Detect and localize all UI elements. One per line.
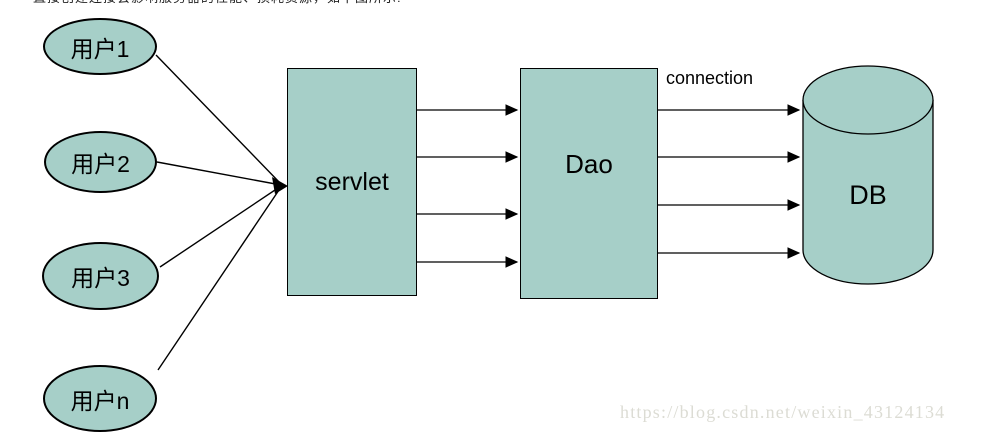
dao-node: Dao <box>520 68 658 299</box>
dao-node-label: Dao <box>565 149 613 179</box>
dao-to-db-arrows <box>658 104 801 259</box>
user-node-1: 用户1 <box>43 18 157 75</box>
clipped-heading-text: 直接创建连接会影响服务器的性能、损耗资源，如下图所示: <box>33 0 453 8</box>
db-cylinder-shape <box>802 65 934 285</box>
user-node-n-label: 用户n <box>70 387 130 414</box>
converge-arrowhead <box>272 177 288 194</box>
user-node-1-label: 用户1 <box>70 35 130 62</box>
user-node-3: 用户3 <box>42 242 159 310</box>
user-node-2: 用户2 <box>44 131 157 193</box>
servlet-node-label: servlet <box>315 167 389 196</box>
watermark-url: https://blog.csdn.net/weixin_43124134 <box>620 402 946 422</box>
servlet-to-dao-arrows <box>417 104 519 268</box>
user-node-n: 用户n <box>43 365 157 432</box>
user-node-3-label: 用户3 <box>71 265 130 291</box>
user-node-2-label: 用户2 <box>71 151 130 177</box>
db-node-label: DB <box>849 180 887 210</box>
clipped-heading: 直接创建连接会影响服务器的性能、损耗资源，如下图所示: <box>33 0 453 8</box>
connection-label: connection <box>666 68 754 88</box>
servlet-node: servlet <box>287 68 417 296</box>
user-to-servlet-arrows <box>155 54 282 371</box>
